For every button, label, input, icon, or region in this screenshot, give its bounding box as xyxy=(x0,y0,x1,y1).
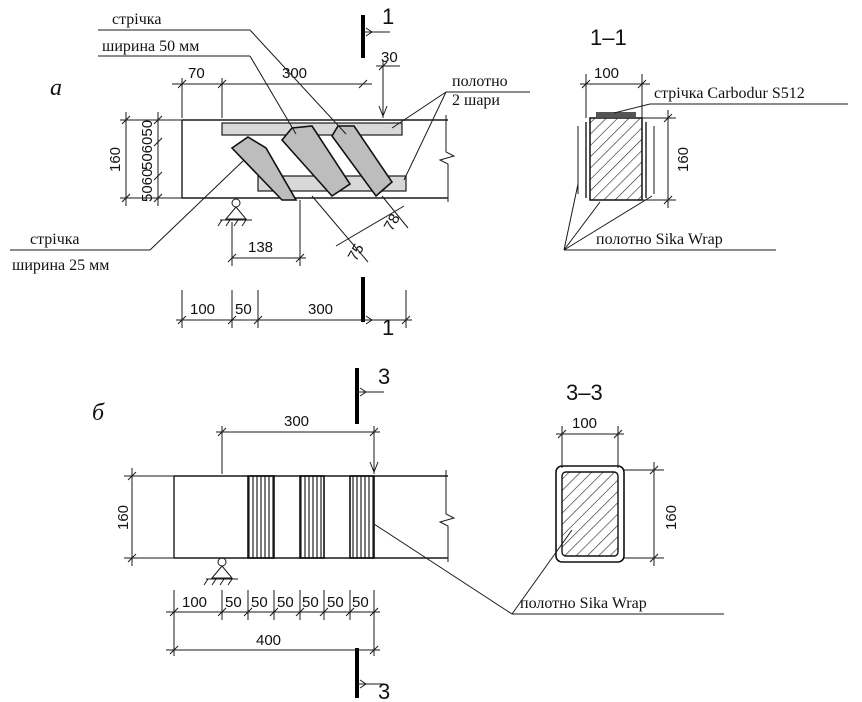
section-3-3-title: 3–3 xyxy=(566,380,603,405)
section-cut-3: 3 3 xyxy=(355,364,390,702)
callout-sika-wrap-a: полотно Sika Wrap xyxy=(596,231,723,248)
callout-tape-50: стрічка ширина 50 мм xyxy=(98,11,347,135)
dim-50-b-3: 50 xyxy=(277,594,294,611)
dim-bottom-b: 100 50 50 50 50 50 50 400 xyxy=(166,590,380,656)
section-3-mark-bottom: 3 xyxy=(378,679,390,702)
callout-tape-50-line2: ширина 50 мм xyxy=(102,38,199,55)
support-a xyxy=(217,198,252,227)
section-3-3: 3–3 100 160 xyxy=(555,380,680,566)
dim-50-b-2: 50 xyxy=(251,594,268,611)
section-1-mark-bottom: 1 xyxy=(382,315,394,340)
dim-50-a: 50 xyxy=(235,301,252,318)
section-1-mark-top: 1 xyxy=(382,4,394,29)
panel-a-label: а xyxy=(50,75,62,101)
fabric-band-3 xyxy=(349,475,375,559)
callout-tape-25-line1: стрічка xyxy=(30,231,79,248)
callout-fabric: полотно 2 шари xyxy=(391,73,530,181)
diagonal-strip-left xyxy=(230,136,298,201)
panel-b-label: б xyxy=(92,400,105,426)
dim-138-label: 138 xyxy=(248,239,273,256)
panel-a: а xyxy=(10,4,848,340)
support-b xyxy=(203,557,238,586)
section-1-1: 1–1 100 стрічка Carbodur S512 160 xyxy=(563,25,848,251)
callout-fabric-line1: полотно xyxy=(452,73,508,90)
dim-160-a: 160 xyxy=(107,147,124,172)
fabric-band-1 xyxy=(247,475,275,559)
dim-stack-lower: 5060 xyxy=(139,169,156,202)
diagonal-strip-right xyxy=(331,125,394,198)
dim-100-section1: 100 xyxy=(594,65,619,82)
callout-tape-25: стрічка ширина 25 мм xyxy=(10,159,245,274)
dim-50-b-1: 50 xyxy=(225,594,242,611)
dim-bottom-a: 100 50 300 xyxy=(176,290,412,328)
callout-sika-wrap-b: полотно Sika Wrap xyxy=(373,523,724,615)
dim-400-b: 400 xyxy=(256,632,281,649)
callout-fabric-line2: 2 шари xyxy=(452,92,500,109)
dim-78: 78 xyxy=(381,211,404,234)
diagonal-strips xyxy=(230,125,394,201)
dim-top-a: 70 300 30 xyxy=(172,49,400,118)
dim-top-b: 300 xyxy=(216,413,380,474)
dim-160-section1: 160 xyxy=(675,147,692,172)
section-3-mark-top: 3 xyxy=(378,364,390,389)
dim-300-a-bottom: 300 xyxy=(308,301,333,318)
carbodur-strip xyxy=(596,112,636,117)
dim-300-top: 300 xyxy=(282,65,307,82)
dim-30: 30 xyxy=(381,49,398,66)
section-1-1-title: 1–1 xyxy=(590,25,627,50)
fabric-band-2 xyxy=(299,475,325,559)
callout-carbodur: стрічка Carbodur S512 xyxy=(654,85,805,102)
dim-50-b-4: 50 xyxy=(302,594,319,611)
dim-70: 70 xyxy=(188,65,205,82)
dim-diagonal: 75 78 xyxy=(311,195,409,264)
section-3-body xyxy=(561,471,619,557)
dim-left-b: 160 xyxy=(115,468,174,566)
callout-tape-50-line1: стрічка xyxy=(112,11,161,28)
dim-160-b: 160 xyxy=(115,505,132,530)
callout-tape-25-line2: ширина 25 мм xyxy=(12,257,109,274)
diagonal-strip-middle xyxy=(280,125,352,198)
dim-100-a: 100 xyxy=(190,301,215,318)
dim-160-section3: 160 xyxy=(663,505,680,530)
dim-75: 75 xyxy=(345,241,368,264)
dim-stack-upper: 506050 xyxy=(139,120,156,170)
callout-sika-wrap-b-label: полотно Sika Wrap xyxy=(520,595,647,612)
section-3-wrap-outer xyxy=(555,465,625,563)
dim-100-b: 100 xyxy=(182,594,207,611)
dim-50-b-5: 50 xyxy=(327,594,344,611)
dim-100-section3: 100 xyxy=(572,415,597,432)
section-1-body xyxy=(589,117,643,201)
dim-left-a: 160 506050 5060 xyxy=(107,112,182,206)
dim-138: 138 xyxy=(227,200,306,266)
panel-b: б 3 3 xyxy=(92,364,724,702)
dim-300-b: 300 xyxy=(284,413,309,430)
dim-50-b-6: 50 xyxy=(352,594,369,611)
